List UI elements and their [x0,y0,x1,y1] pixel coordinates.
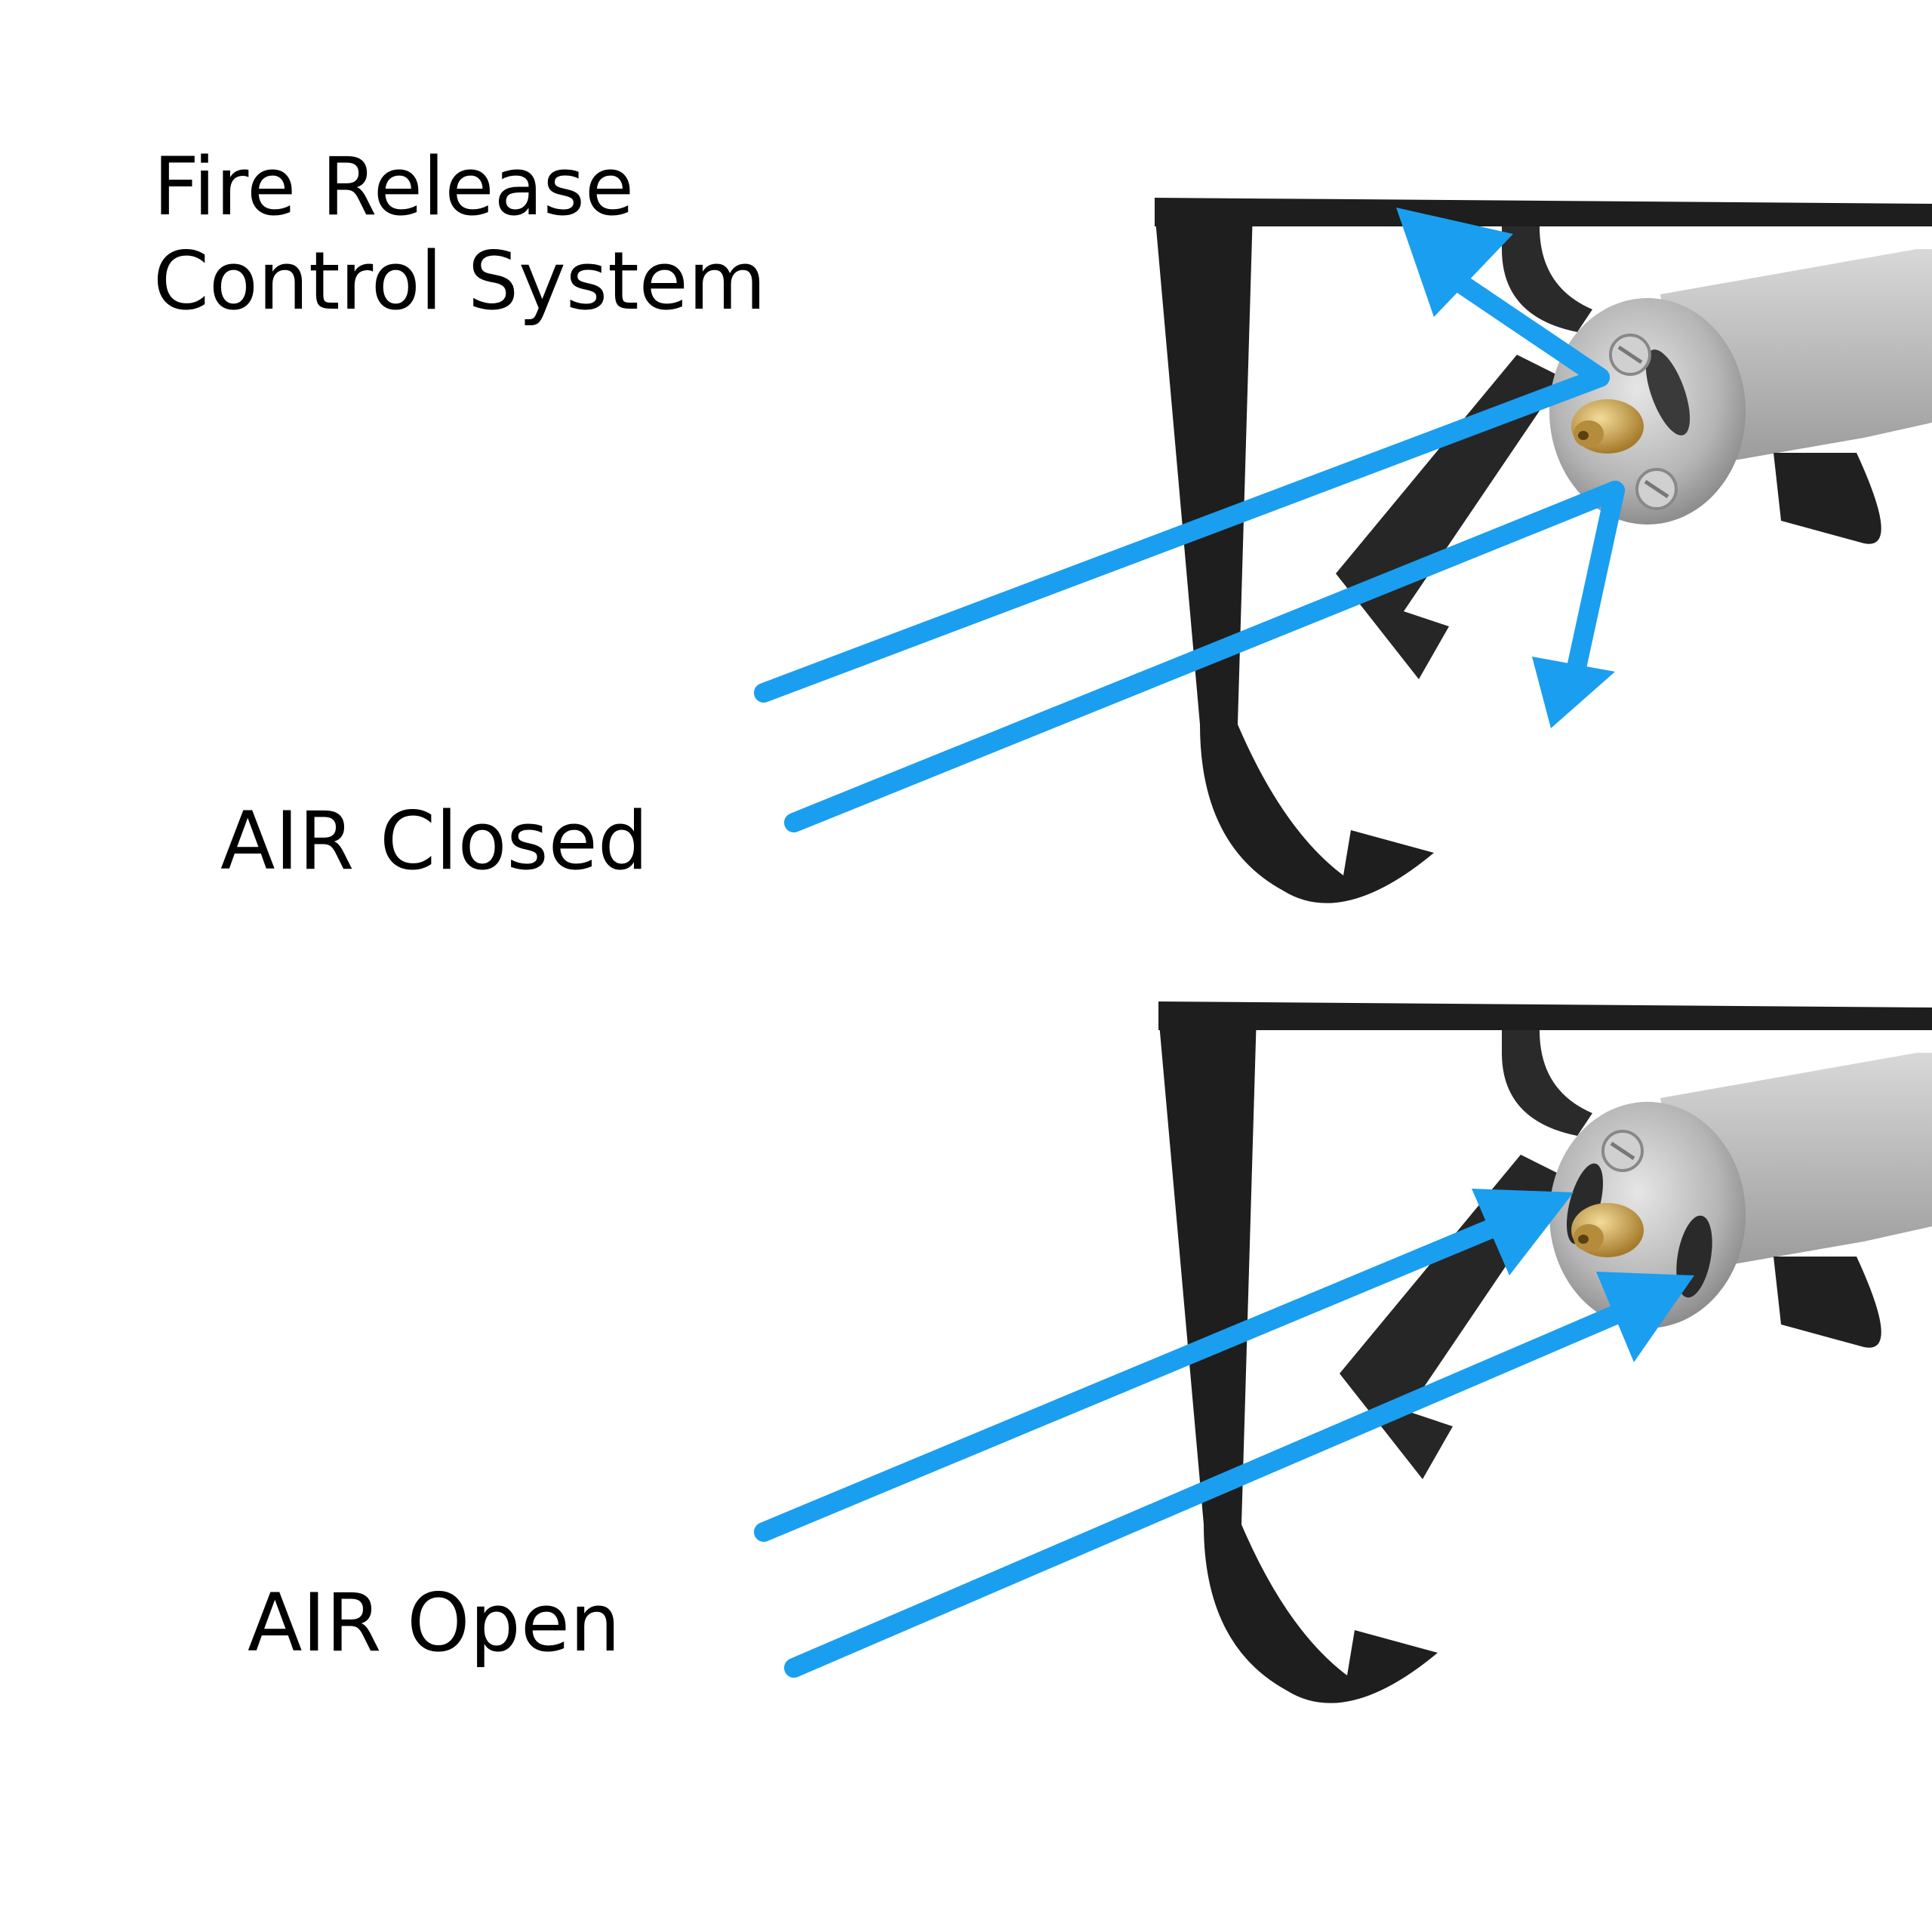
frame-leg [1155,211,1434,903]
frame-bracket [1502,1030,1592,1136]
burner-open [754,1001,1932,1703]
diagram-title: Fire Release Control System [153,140,766,328]
deflect-arrowhead-up [1396,208,1513,317]
stove-top-plate [1155,198,1932,226]
airflow-arrows-closed [754,266,1625,832]
frame-bracket [1502,226,1592,332]
intake-arrowhead-lower [1596,1272,1694,1362]
deflect-line-down [1567,481,1625,674]
title-line-1: Fire Release [153,140,635,233]
burner-closed [754,198,1932,903]
pipe-bracket [1774,453,1881,544]
intake-arrowhead-upper [1472,1189,1574,1275]
burner-cap [1549,298,1746,525]
frame-leg [1158,1015,1438,1703]
title-line-2: Control System [153,235,767,328]
airflow-line-lower [784,481,1625,832]
airflow-line-lower [784,1302,1632,1678]
frame-support [1336,355,1562,679]
pipe-bracket [1774,1257,1881,1348]
deflect-line-up [1439,266,1610,387]
air-closed-label: AIR Closed [220,795,649,888]
airflow-line-upper [754,1214,1512,1542]
airflow-arrows-open [754,1214,1632,1678]
burner-slot [1645,349,1690,435]
air-open-label: AIR Open [248,1577,621,1669]
stove-top-plate [1158,1001,1932,1030]
airflow-line-upper [754,368,1610,703]
deflect-arrowhead-down [1532,657,1615,728]
